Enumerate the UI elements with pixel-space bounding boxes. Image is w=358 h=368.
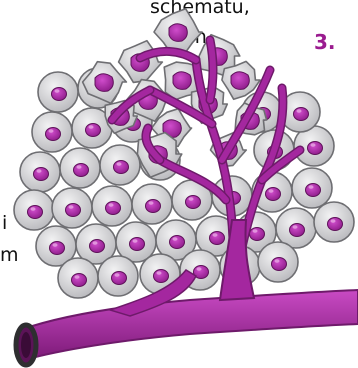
normal-cell: [58, 258, 98, 298]
normal-cell: [60, 148, 100, 188]
normal-cell: [32, 112, 72, 152]
capillary: [140, 51, 196, 60]
normal-cell: [14, 190, 54, 230]
normal-cells: [14, 68, 354, 298]
normal-cell: [98, 256, 138, 296]
normal-cell: [314, 202, 354, 242]
normal-cell: [92, 186, 132, 226]
normal-cell: [38, 72, 78, 112]
normal-cell: [52, 188, 92, 228]
normal-cell: [292, 168, 332, 208]
normal-cell: [20, 152, 60, 192]
normal-cell: [258, 242, 298, 282]
normal-cell: [100, 145, 140, 185]
normal-cell: [132, 184, 172, 224]
capillary: [210, 40, 213, 100]
tumor-cell: [154, 9, 202, 54]
